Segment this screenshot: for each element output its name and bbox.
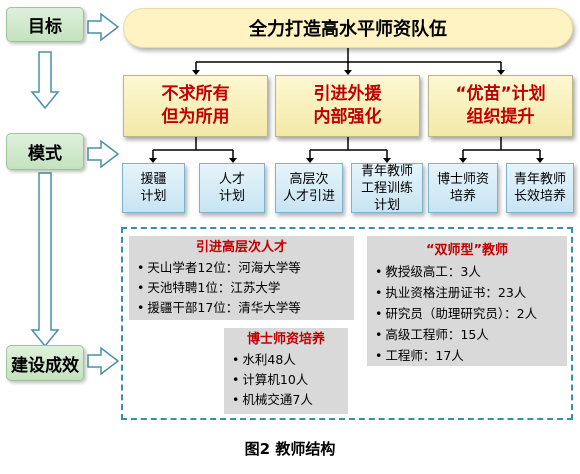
phd-title: 博士师资培养	[246, 332, 325, 347]
mode-line: 青年教师	[513, 172, 566, 187]
list-item: 水利48人	[232, 350, 348, 370]
phd-panel: 博士师资培养 水利48人 计算机10人 机械交通7人	[224, 328, 348, 414]
result-label: 建设成效	[6, 345, 84, 381]
strategy-box-3: “优苗”计划 组织提升	[428, 75, 573, 137]
dual-title: “双师型”教师	[425, 243, 509, 258]
strategy-line-2: 组织提升	[466, 107, 535, 127]
mode-box-6: 青年教师 长效培养	[506, 163, 574, 213]
list-item: 天池特聘1位：江苏大学	[137, 278, 354, 298]
list-item: 教授级高工：3人	[375, 261, 567, 282]
talent-title: 引进高层次人才	[195, 240, 287, 255]
mode-box-4: 青年教师 工程训练 计划	[351, 163, 423, 213]
mode-line: 青年教师	[360, 163, 413, 179]
mode-label: 模式	[6, 133, 84, 170]
mode-line: 长效培养	[513, 189, 566, 204]
target-label: 目标	[6, 7, 84, 42]
strategy-line-2: 但为所用	[161, 107, 230, 127]
talent-panel: 引进高层次人才 天山学者12位：河海大学等 天池特聘1位：江苏大学 援疆干部17…	[129, 236, 354, 320]
strategy-line-2: 内部强化	[313, 107, 382, 127]
strategy-line-1: 不求所有	[161, 84, 230, 104]
down-arrow-1	[30, 51, 60, 110]
results-container	[121, 227, 573, 420]
strategy-line-1: 引进外援	[313, 84, 382, 104]
dual-panel: “双师型”教师 教授级高工：3人 执业资格注册证书：23人 研究员（助理研究员）…	[367, 236, 567, 366]
list-item: 执业资格注册证书：23人	[375, 282, 567, 303]
strategy-box-2: 引进外援 内部强化	[275, 75, 420, 137]
list-item: 工程师：17人	[375, 345, 567, 366]
mode-box-1: 援疆 计划	[122, 163, 185, 213]
mode-line: 培养	[449, 189, 476, 204]
list-item: 计算机10人	[232, 370, 348, 390]
mode-line: 计划	[140, 189, 167, 204]
figure-caption: 图2 教师结构	[244, 440, 336, 458]
mode-box-2: 人才 计划	[199, 163, 265, 213]
mode-line: 高层次	[289, 172, 329, 187]
mode-line: 计划	[373, 197, 400, 213]
goal-title: 全力打造高水平师资队伍	[123, 8, 573, 48]
mode-box-5: 博士师资 培养	[428, 163, 498, 213]
list-item: 天山学者12位：河海大学等	[137, 258, 354, 278]
list-item: 高级工程师：15人	[375, 324, 567, 345]
mode-line: 工程训练	[360, 180, 413, 196]
list-item: 援疆干部17位：清华大学等	[137, 298, 354, 318]
mode-line: 人才	[218, 172, 245, 187]
strategy-box-1: 不求所有 但为所用	[123, 75, 268, 137]
mode-line: 援疆	[140, 172, 167, 187]
mode-line: 博士师资	[436, 172, 489, 187]
list-item: 研究员（助理研究员）：2人	[375, 303, 567, 324]
mode-box-3: 高层次 人才引进	[275, 163, 343, 213]
mode-line: 人才引进	[282, 189, 335, 204]
strategy-line-1: “优苗”计划	[455, 84, 546, 104]
mode-line: 计划	[218, 189, 245, 204]
list-item: 机械交通7人	[232, 390, 348, 410]
down-arrow-2	[30, 172, 60, 348]
